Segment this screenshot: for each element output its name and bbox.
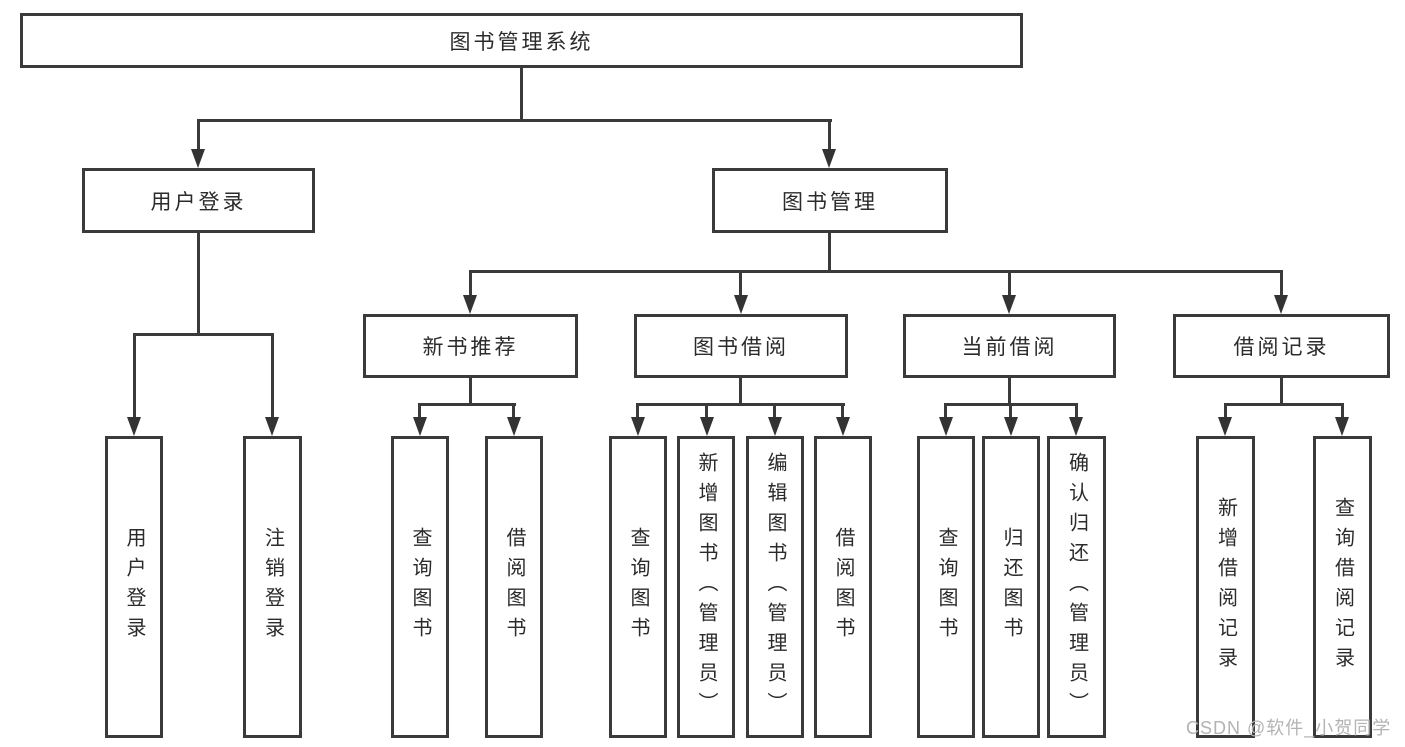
arrow-down-icon — [822, 149, 836, 168]
connector-root-stem — [520, 68, 523, 120]
arrow-down-icon — [1069, 417, 1083, 436]
leaf-borrow-book-recommend: 借阅图书 — [485, 436, 543, 738]
connector-borrow-drop-1 — [636, 403, 639, 419]
arrow-down-icon — [127, 417, 141, 436]
node-current-borrow: 当前借阅 — [903, 314, 1116, 378]
leaf-edit-book-admin: 编辑图书（管理员） — [746, 436, 804, 738]
connector-login-drop-1 — [133, 333, 136, 419]
arrow-down-icon — [1218, 417, 1232, 436]
arrow-down-icon — [463, 295, 477, 314]
leaf-borrow-book: 借阅图书 — [814, 436, 872, 738]
arrow-down-icon — [191, 149, 205, 168]
connector-manage-drop-3 — [1008, 270, 1011, 297]
connector-borrow-drop-4 — [841, 403, 844, 419]
connector-root-drop-right — [828, 119, 831, 151]
connector-login-drop-2 — [271, 333, 274, 419]
connector-recommend-drop-2 — [512, 403, 515, 419]
leaf-query-book-current: 查询图书 — [917, 436, 975, 738]
connector-borrow-drop-2 — [705, 403, 708, 419]
connector-recommend-bar — [418, 403, 516, 406]
arrow-down-icon — [631, 417, 645, 436]
leaf-query-book-borrow: 查询图书 — [609, 436, 667, 738]
connector-manage-drop-2 — [739, 270, 742, 297]
node-book-management: 图书管理 — [712, 168, 948, 233]
connector-current-drop-2 — [1009, 403, 1012, 419]
leaf-add-borrow-record: 新增借阅记录 — [1196, 436, 1255, 738]
node-new-book-recommend: 新书推荐 — [363, 314, 578, 378]
arrow-down-icon — [413, 417, 427, 436]
connector-borrow-drop-3 — [773, 403, 776, 419]
arrow-down-icon — [836, 417, 850, 436]
node-user-login: 用户登录 — [82, 168, 315, 233]
connector-recommend-stem — [469, 378, 472, 406]
connector-current-drop-1 — [944, 403, 947, 419]
connector-recommend-drop-1 — [418, 403, 421, 419]
connector-borrow-stem — [739, 378, 742, 406]
leaf-logout: 注销登录 — [243, 436, 302, 738]
connector-records-drop-1 — [1224, 403, 1227, 419]
csdn-watermark: CSDN @软件_小贺同学 — [1186, 718, 1392, 738]
arrow-down-icon — [507, 417, 521, 436]
leaf-user-login: 用户登录 — [105, 436, 163, 738]
connector-current-stem — [1008, 378, 1011, 406]
connector-root-bar — [197, 119, 832, 122]
arrow-down-icon — [734, 295, 748, 314]
leaf-add-book-admin: 新增图书（管理员） — [677, 436, 735, 738]
connector-borrow-bar — [636, 403, 845, 406]
node-book-borrow: 图书借阅 — [634, 314, 848, 378]
connector-login-bar — [133, 333, 274, 336]
connector-login-stem — [197, 233, 200, 336]
leaf-query-borrow-record: 查询借阅记录 — [1313, 436, 1372, 738]
connector-current-drop-3 — [1075, 403, 1078, 419]
node-library-management-system: 图书管理系统 — [20, 13, 1023, 68]
arrow-down-icon — [1274, 295, 1288, 314]
leaf-return-book: 归还图书 — [982, 436, 1040, 738]
arrow-down-icon — [1002, 295, 1016, 314]
arrow-down-icon — [939, 417, 953, 436]
connector-manage-drop-1 — [469, 270, 472, 297]
connector-manage-stem — [828, 233, 831, 273]
connector-records-bar — [1224, 403, 1344, 406]
arrow-down-icon — [265, 417, 279, 436]
leaf-query-book-recommend: 查询图书 — [391, 436, 449, 738]
leaf-confirm-return-admin: 确认归还（管理员） — [1047, 436, 1106, 738]
arrow-down-icon — [700, 417, 714, 436]
connector-records-drop-2 — [1341, 403, 1344, 419]
arrow-down-icon — [768, 417, 782, 436]
arrow-down-icon — [1004, 417, 1018, 436]
arrow-down-icon — [1335, 417, 1349, 436]
connector-records-stem — [1280, 378, 1283, 406]
node-borrow-records: 借阅记录 — [1173, 314, 1390, 378]
connector-manage-bar — [469, 270, 1283, 273]
connector-root-drop-left — [197, 119, 200, 151]
connector-manage-drop-4 — [1280, 270, 1283, 297]
